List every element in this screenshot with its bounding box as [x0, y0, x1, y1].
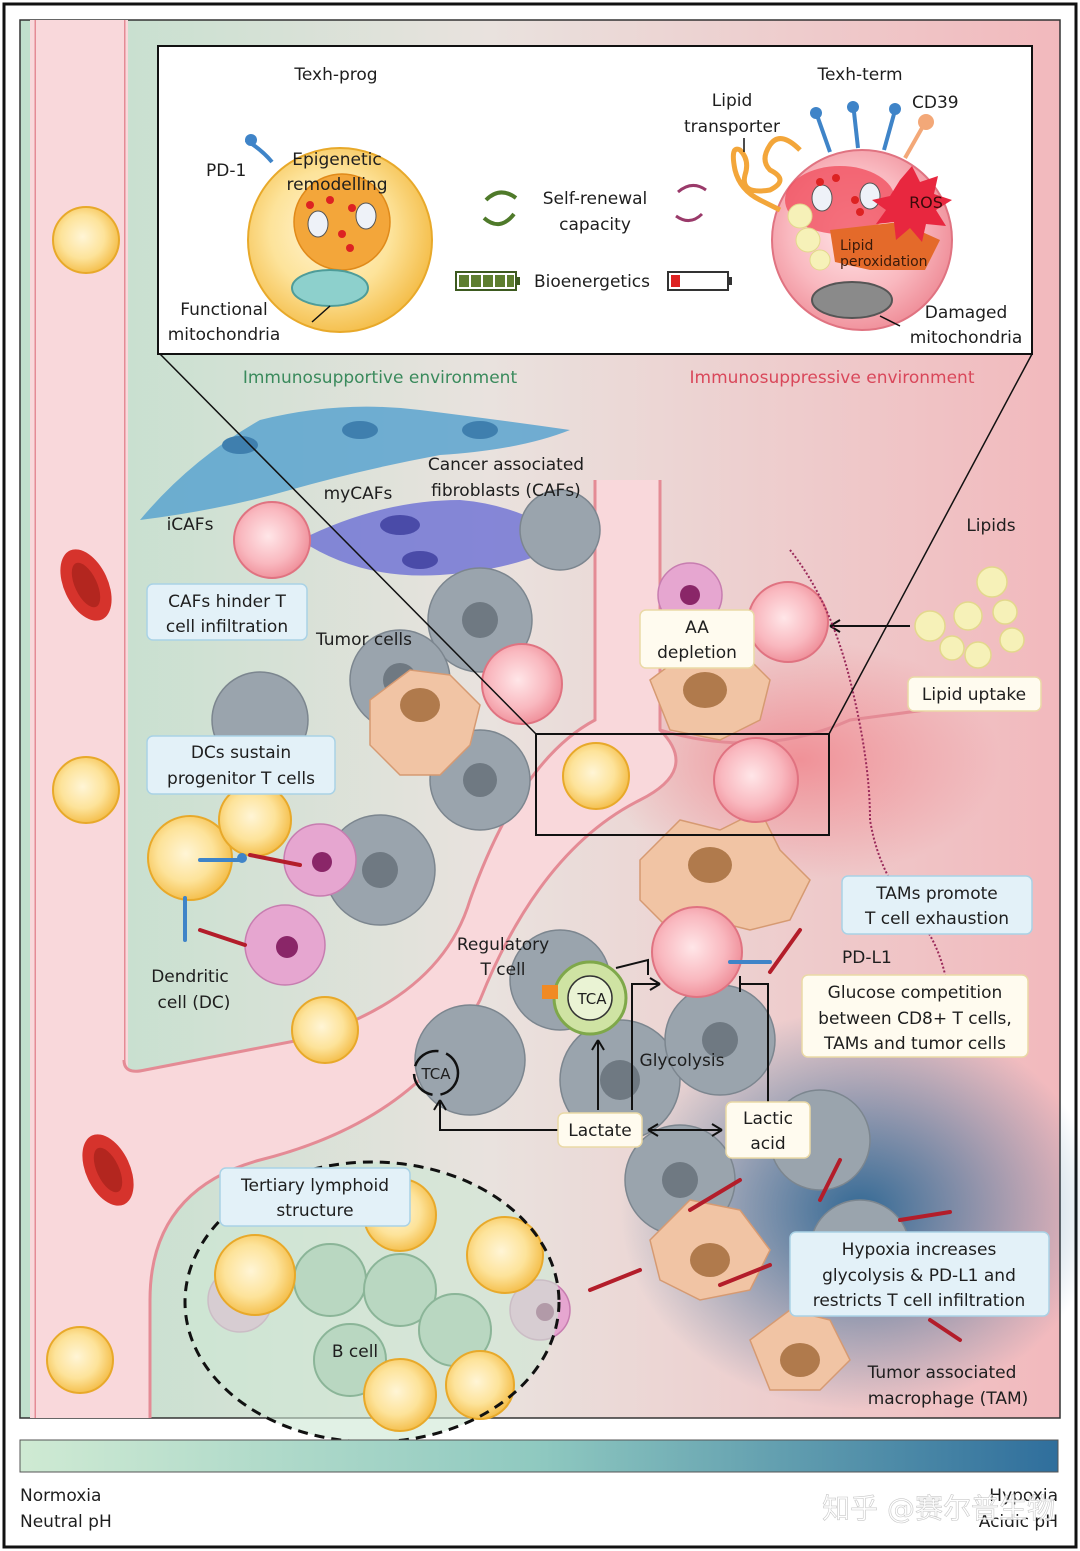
immunosupportive-label: Immunosupportive environment: [243, 368, 518, 388]
receptors: [183, 853, 962, 1342]
watermark-text: 知乎 @赛尔普生物: [822, 1492, 1055, 1525]
box-lipid-uptake-text: Lipid uptake: [922, 685, 1026, 705]
normoxia-label: Normoxia: [20, 1486, 101, 1506]
cd39-label: CD39: [912, 93, 959, 113]
blood-vessel-branch: [36, 20, 676, 1418]
box-dcs-line2: progenitor T cells: [167, 769, 315, 789]
bioenergetics-label: Bioenergetics: [534, 272, 650, 292]
self-renewal-line2: capacity: [559, 215, 631, 235]
box-dcs-sustain: DCs sustain progenitor T cells: [146, 735, 336, 795]
regulatory-t-cell: [542, 960, 628, 1036]
cafs-label-line2: fibroblasts (CAFs): [431, 481, 581, 501]
box-lactate: Lactate: [557, 1112, 643, 1148]
glycolysis-label: Glycolysis: [640, 1051, 725, 1071]
battery-full-icon: [455, 271, 520, 291]
box-hypoxia: Hypoxia increases glycolysis & PD-L1 and…: [789, 1231, 1050, 1317]
box-cafs-hinder-line1: CAFs hinder T: [168, 592, 286, 612]
tca-label-tumor: TCA: [420, 1065, 451, 1083]
t-cells-in-vessel: [46, 206, 630, 1394]
dendritic-label-line2: cell (DC): [158, 993, 231, 1013]
box-dcs-line1: DCs sustain: [191, 743, 291, 763]
box-hypoxia-line1: Hypoxia increases: [842, 1240, 997, 1260]
mycafs-label: myCAFs: [324, 484, 393, 504]
ros-label: ROS: [909, 193, 943, 212]
damaged-mito-line1: Damaged: [925, 303, 1008, 323]
box-lactate-text: Lactate: [568, 1121, 631, 1141]
fiber-line: [789, 549, 951, 1021]
battery-low-icon: [667, 271, 732, 291]
red-blood-cells: [60, 549, 134, 1206]
box-cafs-hinder: CAFs hinder T cell infiltration: [146, 583, 308, 641]
tissue-labels: Cancer associated fibroblasts (CAFs) myC…: [151, 455, 1028, 1409]
b-cell-label: B cell: [332, 1342, 378, 1362]
damaged-mitochondria-graphic: [811, 281, 893, 319]
lipid-peroxidation-line2: peroxidation: [840, 254, 928, 270]
box-lactic-acid: Lactic acid: [725, 1101, 811, 1159]
tumor-cells-label: Tumor cells: [315, 630, 412, 650]
tca-cycle-icons: [412, 1049, 460, 1097]
pd1-label: PD-1: [206, 161, 246, 181]
tam-label-line2: macrophage (TAM): [868, 1389, 1029, 1409]
box-lactic-line1: Lactic: [743, 1109, 793, 1129]
lipid-peroxidation-line1: Lipid: [840, 238, 873, 254]
box-glucose-line1: Glucose competition: [828, 983, 1003, 1003]
cafs-label-line1: Cancer associated: [428, 455, 584, 475]
box-aa-line1: AA: [685, 618, 709, 638]
tca-label-treg: TCA: [576, 990, 607, 1008]
box-aa-line2: depletion: [657, 643, 737, 663]
metabolic-arrows: [433, 619, 910, 1137]
icafs-label: iCAFs: [167, 515, 214, 535]
box-hypoxia-line3: restricts T cell infiltration: [813, 1291, 1026, 1311]
box-tls-line2: structure: [276, 1201, 353, 1221]
box-glucose-line2: between CD8+ T cells,: [818, 1009, 1012, 1029]
tam-label-line1: Tumor associated: [867, 1363, 1017, 1383]
functional-mito-line2: mitochondria: [168, 325, 281, 345]
zoom-region-box: [535, 733, 830, 836]
lipid-transporter-line1: Lipid: [712, 91, 753, 111]
box-hypoxia-line2: glycolysis & PD-L1 and: [822, 1266, 1016, 1286]
tumor-associated-macrophages: [369, 649, 851, 1391]
epigenetic-label-line2: remodelling: [286, 175, 387, 195]
functional-mito-line1: Functional: [180, 300, 267, 320]
regulatory-t-label-line1: Regulatory: [457, 935, 549, 955]
lipids-label: Lipids: [966, 516, 1015, 536]
box-tams-promote: TAMs promote T cell exhaustion: [841, 875, 1033, 935]
lipid-transporter-graphic: [730, 136, 802, 213]
box-cafs-hinder-line2: cell infiltration: [166, 617, 288, 637]
dendritic-label-line1: Dendritic: [151, 967, 229, 987]
lipid-transporter-line2: transporter: [684, 117, 780, 137]
box-tams-line2: T cell exhaustion: [864, 909, 1009, 929]
box-lactic-line2: acid: [750, 1134, 785, 1154]
damaged-mito-line2: mitochondria: [910, 328, 1023, 348]
texh-term-title: Texh-term: [817, 65, 903, 85]
box-glucose-line3: TAMs and tumor cells: [823, 1034, 1006, 1054]
box-tls-line1: Tertiary lymphoid: [240, 1176, 389, 1196]
epigenetic-label-line1: Epigenetic: [292, 150, 381, 170]
immunosuppressive-label: Immunosuppressive environment: [690, 368, 975, 388]
box-glucose-competition: Glucose competition between CD8+ T cells…: [801, 974, 1029, 1058]
box-lipid-uptake: Lipid uptake: [907, 676, 1042, 712]
exhausted-t-cells: [233, 501, 829, 998]
regulatory-t-label-line2: T cell: [479, 960, 525, 980]
self-renewal-line1: Self-renewal: [543, 189, 648, 209]
pdl1-label: PD-L1: [842, 948, 892, 968]
functional-mitochondria-graphic: [291, 269, 369, 307]
hypoxia-label: Hypoxia: [989, 1486, 1058, 1506]
box-aa-depletion: AA depletion: [639, 609, 755, 669]
ros-star: [872, 166, 952, 242]
fibroblasts: [140, 406, 570, 576]
inset-panel: [157, 45, 1033, 355]
lipid-peroxidation-blob: [830, 222, 940, 270]
texh-prog-title: Texh-prog: [293, 65, 377, 85]
inset-labels: Texh-prog Texh-term PD-1 Epigenetic remo…: [168, 65, 1023, 348]
neutral-ph-label: Neutral pH: [20, 1512, 112, 1532]
box-tams-line1: TAMs promote: [875, 884, 998, 904]
lipid-droplets: [914, 566, 1025, 669]
box-tertiary-lymphoid: Tertiary lymphoid structure: [219, 1167, 411, 1227]
acidic-ph-label: Acidic pH: [979, 1512, 1058, 1532]
oxygen-ph-gradient-bar: [19, 1439, 1059, 1473]
